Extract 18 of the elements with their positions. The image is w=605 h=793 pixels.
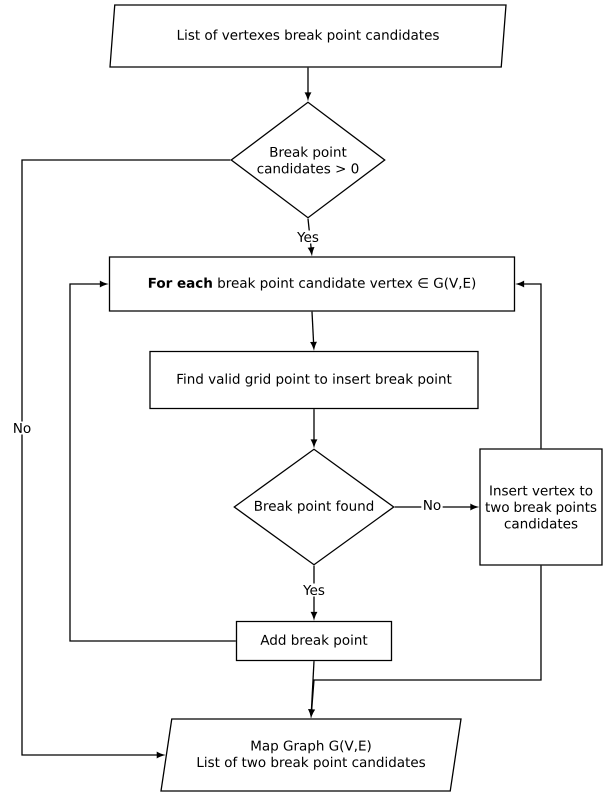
edge-label: No [11,422,33,435]
arrow [308,566,542,716]
process-box: Add break point [236,620,392,662]
process-box: For each break point candidate vertex ∈ G(V,E) [108,256,516,312]
arrow [21,159,230,758]
arrow [305,68,311,100]
edge-label: Yes [296,230,320,244]
process-box: Find valid grid point to insert break point [149,350,479,410]
io-parallelogram: List of vertexes break point candidates [109,4,507,68]
arrow [69,281,236,642]
arrow [394,504,478,510]
io-parallelogram: Map Graph G(V,E) List of two break point candidates [160,718,462,792]
process-box: Insert vertex to two break points candidates [479,448,603,566]
arrow [311,409,317,446]
arrow [310,312,317,349]
edge-label: No [421,498,443,512]
arrow [517,281,542,448]
edge-label: Yes [302,583,326,597]
